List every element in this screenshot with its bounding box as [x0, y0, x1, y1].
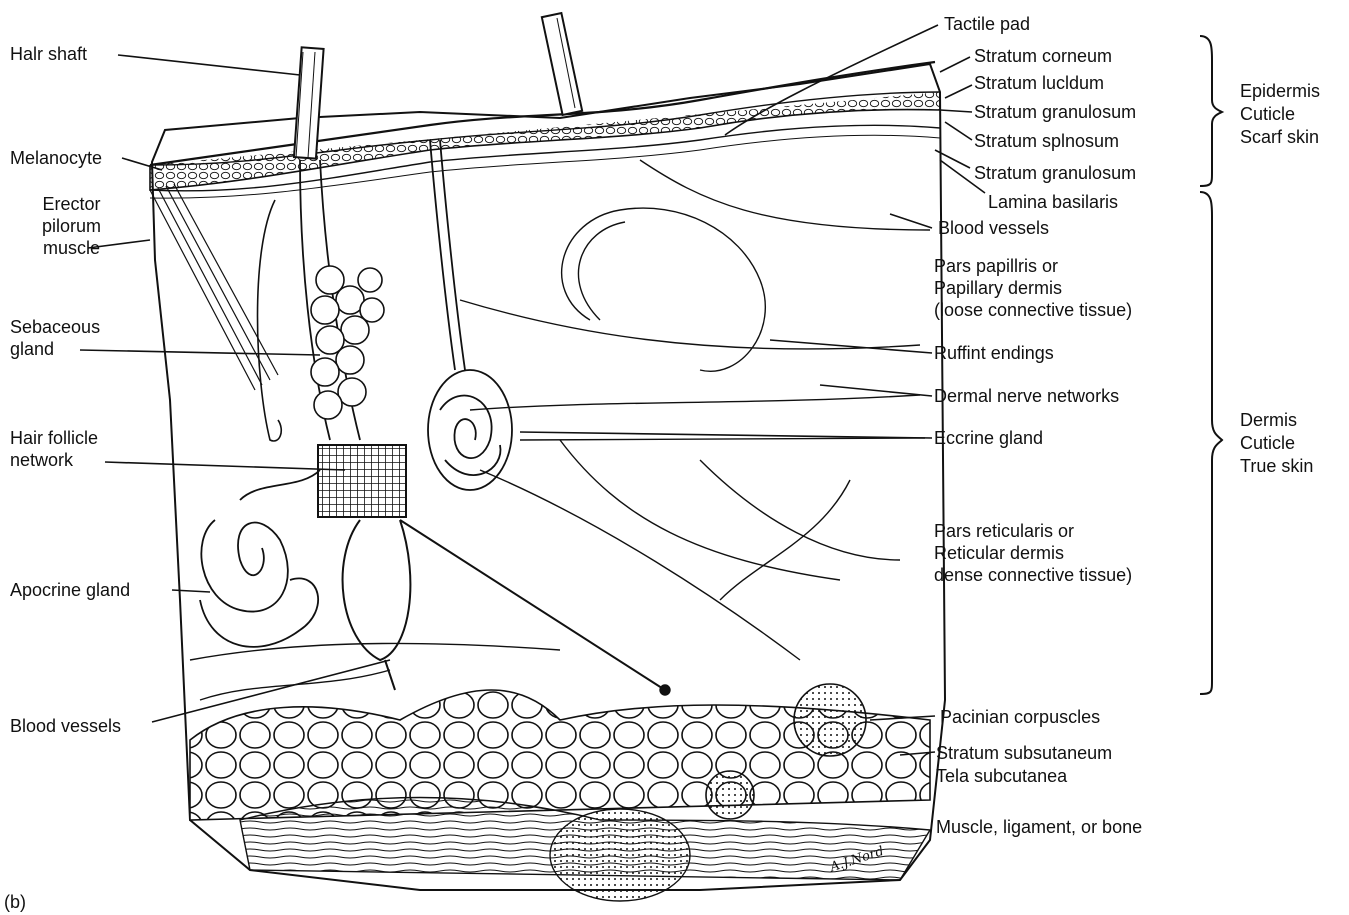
- dermal-vessels: [190, 160, 930, 700]
- epidermis-layers: [150, 62, 940, 198]
- label-stratum-granulosum-1: Stratum granulosum: [974, 101, 1136, 123]
- label-stratum-lucidum: Stratum lucldum: [974, 72, 1104, 94]
- label-stratum-granulosum-2: Stratum granulosum: [974, 162, 1136, 184]
- label-blood-vessels-left: Blood vessels: [10, 715, 121, 737]
- label-blood-vessels-right: Blood vessels: [938, 217, 1049, 239]
- label-stratum-spinosum: Stratum splnosum: [974, 130, 1119, 152]
- label-papillary-dermis: Pars papillris or Papillary dermis (loos…: [934, 255, 1132, 321]
- apocrine-gland: [200, 470, 320, 647]
- label-apocrine-gland: Apocrine gland: [10, 579, 130, 601]
- group-dermis: Dermis Cuticle True skin: [1240, 409, 1313, 478]
- group-epidermis: Epidermis Cuticle Scarf skin: [1240, 80, 1320, 149]
- label-lamina-basilaris: Lamina basilaris: [988, 191, 1118, 213]
- label-ruffini-endings: Ruffint endings: [934, 342, 1054, 364]
- label-tela-subcutanea: Tela subcutanea: [936, 765, 1067, 787]
- panel-label: (b): [4, 891, 26, 913]
- label-stratum-subcutaneum: Stratum subsutaneum: [936, 742, 1112, 764]
- muscle-layer: [240, 798, 930, 902]
- label-eccrine-gland: Eccrine gland: [934, 427, 1043, 449]
- epidermis-bracket: [1200, 36, 1222, 186]
- eccrine-gland: [428, 140, 512, 490]
- layer-brackets: [1200, 36, 1222, 694]
- label-stratum-corneum: Stratum corneum: [974, 45, 1112, 67]
- label-pacinian-corpuscles: Pacinian corpuscles: [940, 706, 1100, 728]
- label-tactile-pad: Tactile pad: [944, 13, 1030, 35]
- label-erector-pilorum: Erector pilorum muscle: [42, 193, 101, 259]
- sebaceous-gland: [258, 200, 385, 441]
- dermis-bracket: [1200, 192, 1222, 694]
- subcutaneous-fat: [190, 684, 930, 820]
- label-sebaceous-gland: Sebaceous gland: [10, 316, 100, 360]
- label-hair-shaft: Halr shaft: [10, 43, 87, 65]
- label-dermal-nerve-networks: Dermal nerve networks: [934, 385, 1119, 407]
- label-melanocyte: Melanocyte: [10, 147, 102, 169]
- label-hair-follicle-network: Hair follicle network: [10, 427, 98, 471]
- label-reticular-dermis: Pars reticularis or Reticular dermis den…: [934, 520, 1132, 586]
- label-muscle-ligament-bone: Muscle, ligament, or bone: [936, 816, 1142, 838]
